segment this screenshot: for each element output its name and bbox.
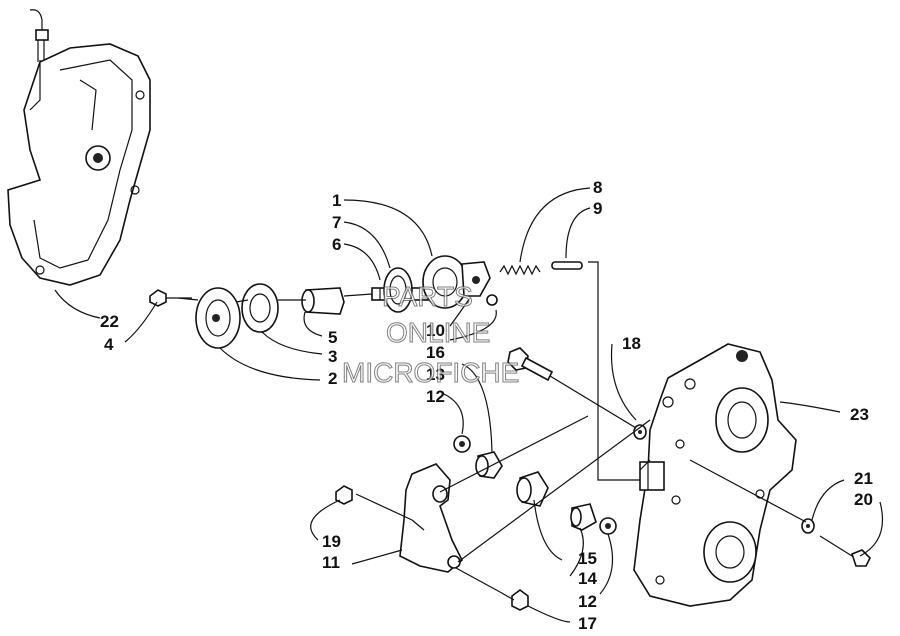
- bushing-part-14: [516, 471, 549, 507]
- label-part-2: 2: [328, 369, 337, 388]
- label-part-11: 11: [322, 553, 340, 572]
- label-part-4: 4: [104, 335, 114, 354]
- chaincase-cover-part-22: [7, 9, 151, 286]
- pin-part-9: [551, 261, 583, 270]
- label-part-17: 17: [578, 614, 597, 633]
- chaincase-part-23: [633, 343, 797, 607]
- washer-part-21: [801, 518, 815, 534]
- watermark-line-2: ONLINE: [386, 317, 490, 348]
- screw-part-10: [486, 294, 498, 306]
- label-part-16: 16: [426, 343, 445, 362]
- label-part-18: 18: [622, 334, 641, 353]
- bracket-part-11: [399, 463, 463, 573]
- label-part-19: 19: [322, 532, 341, 551]
- nut-part-19: [335, 485, 353, 505]
- bolt-part-16: [507, 347, 637, 429]
- watermark-line-3: MICROFICHE: [342, 357, 519, 388]
- bushing-part-13: [475, 451, 503, 479]
- label-part-14: 14: [578, 569, 597, 588]
- washer-part-12-bottom: [599, 517, 617, 535]
- label-part-12-bottom: 12: [578, 592, 597, 611]
- label-part-21: 21: [854, 469, 873, 488]
- spacer-part-15: [570, 503, 597, 531]
- bushing-part-5: [301, 287, 345, 315]
- label-part-7: 7: [332, 213, 341, 232]
- label-part-13: 13: [426, 365, 445, 384]
- label-part-15: 15: [578, 549, 597, 568]
- washer-part-12-top: [453, 435, 471, 453]
- label-part-12-top: 12: [426, 387, 445, 406]
- label-part-6: 6: [332, 235, 341, 254]
- watermark-line-1: PARTS: [382, 281, 473, 312]
- spring-part-8: [499, 264, 541, 276]
- label-part-5: 5: [328, 328, 337, 347]
- spring-plate-part-3: [241, 283, 279, 333]
- watermark: PARTS ONLINE MICROFICHE: [342, 281, 520, 389]
- label-part-20: 20: [854, 490, 873, 509]
- label-part-23: 23: [850, 405, 869, 424]
- label-part-3: 3: [328, 347, 337, 366]
- label-part-10: 10: [426, 321, 445, 340]
- label-part-9: 9: [593, 199, 602, 218]
- label-part-22: 22: [100, 312, 119, 331]
- label-part-8: 8: [593, 178, 602, 197]
- label-part-1: 1: [332, 191, 341, 210]
- bolt-part-17: [455, 567, 529, 611]
- tensioner-plate-part-2: [195, 287, 241, 349]
- tensioner-arm-part-1: [422, 255, 491, 309]
- bolt-part-20: [819, 535, 871, 567]
- spring-part-7: [383, 267, 413, 313]
- leader-lines: [54, 187, 884, 623]
- part-labels: 1 7 6 8 9 22 4 5 3 2 10 16 13 12 18 23 2…: [100, 178, 873, 633]
